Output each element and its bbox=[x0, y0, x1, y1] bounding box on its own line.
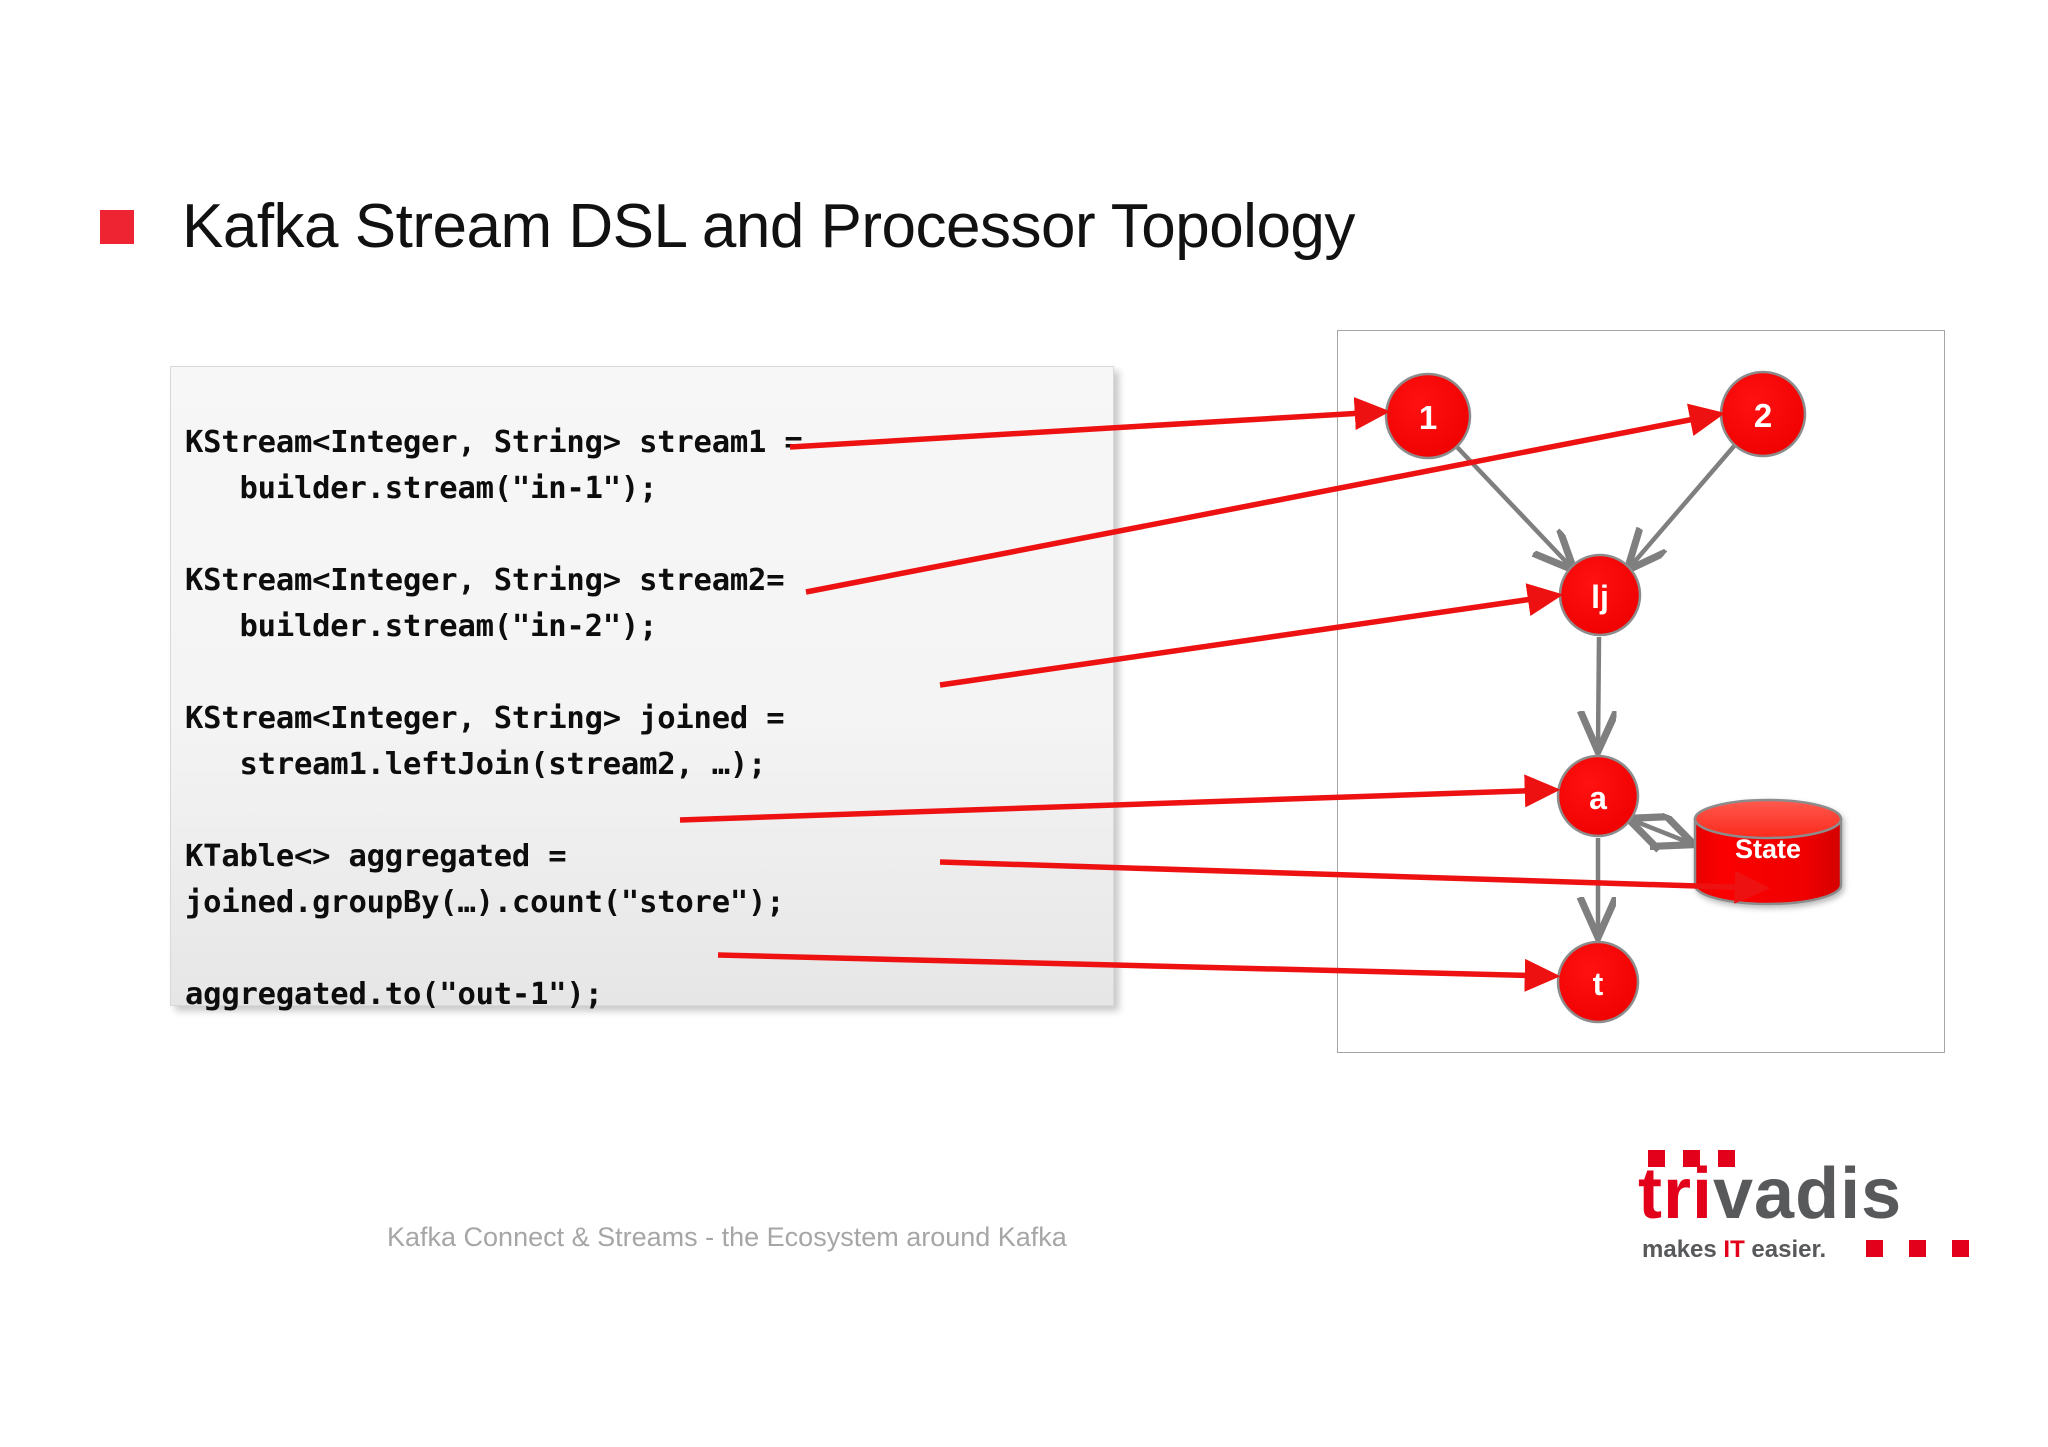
node-leftjoin-label: lj bbox=[1591, 579, 1609, 615]
code-block: KStream<Integer, String> stream1 = build… bbox=[185, 424, 803, 1012]
logo-squares bbox=[1648, 1150, 1735, 1167]
logo-dot-1 bbox=[1866, 1240, 1883, 1257]
topology-edges bbox=[1455, 443, 1737, 933]
topology-panel: State 1 2 lj a t bbox=[1337, 330, 1945, 1053]
edge-source1-leftjoin bbox=[1455, 445, 1571, 567]
logo-tagline-pre: makes bbox=[1642, 1236, 1724, 1263]
logo-square-1 bbox=[1648, 1150, 1665, 1167]
edge-aggregate-state bbox=[1632, 820, 1690, 843]
title-bullet-square bbox=[100, 210, 134, 244]
trivadis-logo: trivadis makes IT easier. bbox=[1638, 1150, 1978, 1263]
node-source2-label: 2 bbox=[1754, 397, 1772, 434]
node-source1-label: 1 bbox=[1419, 399, 1437, 436]
node-leftjoin[interactable]: lj bbox=[1558, 553, 1642, 637]
node-state-label: State bbox=[1735, 834, 1801, 864]
page-title: Kafka Stream DSL and Processor Topology bbox=[182, 192, 1355, 261]
logo-dots bbox=[1866, 1240, 1969, 1257]
node-state[interactable]: State bbox=[1693, 798, 1843, 906]
node-aggregate-label: a bbox=[1589, 780, 1607, 816]
logo-tagline: makes IT easier. bbox=[1642, 1236, 1826, 1264]
logo-wordmark-gray: vadis bbox=[1713, 1154, 1903, 1234]
node-source1[interactable]: 1 bbox=[1384, 372, 1472, 460]
logo-tagline-post: easier. bbox=[1744, 1236, 1827, 1263]
node-to-label: t bbox=[1593, 966, 1604, 1002]
node-aggregate[interactable]: a bbox=[1556, 754, 1640, 838]
page-title-row: Kafka Stream DSL and Processor Topology bbox=[100, 196, 1355, 258]
logo-square-2 bbox=[1683, 1150, 1700, 1167]
logo-dot-2 bbox=[1909, 1240, 1926, 1257]
cylinder-top bbox=[1693, 798, 1843, 840]
node-source2[interactable]: 2 bbox=[1719, 370, 1807, 458]
logo-wordmark-red: tri bbox=[1638, 1154, 1713, 1234]
logo-dot-3 bbox=[1952, 1240, 1969, 1257]
edge-leftjoin-aggregate bbox=[1598, 636, 1599, 747]
footer-text: Kafka Connect & Streams - the Ecosystem … bbox=[387, 1222, 1067, 1252]
topology-graph: State 1 2 lj a t bbox=[1384, 370, 1843, 1024]
edge-source2-leftjoin bbox=[1630, 443, 1737, 567]
code-panel: KStream<Integer, String> stream1 = build… bbox=[170, 366, 1114, 1012]
logo-square-3 bbox=[1718, 1150, 1735, 1167]
node-to[interactable]: t bbox=[1556, 940, 1640, 1024]
logo-tagline-it: IT bbox=[1723, 1236, 1745, 1263]
logo-wordmark: trivadis bbox=[1638, 1158, 1902, 1230]
